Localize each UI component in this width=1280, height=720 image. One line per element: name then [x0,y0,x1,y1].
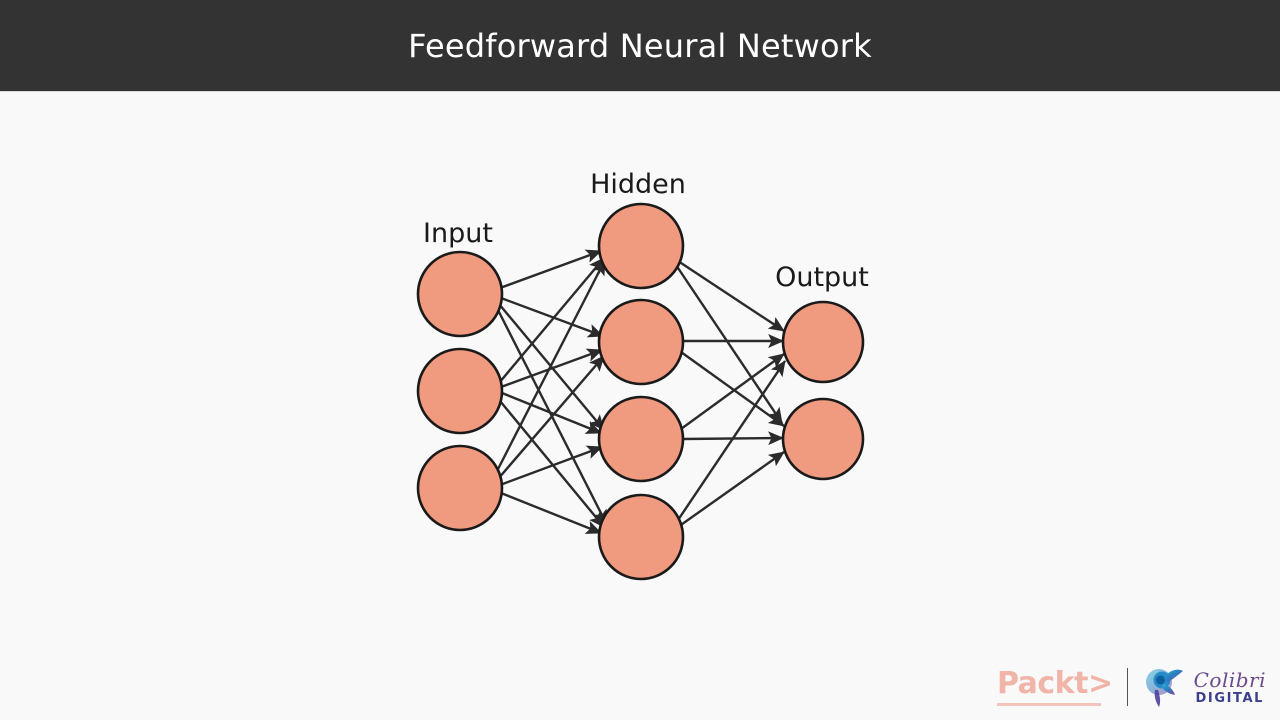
edge [500,491,602,535]
edge-group-hidden-to-output [675,259,786,528]
neural-network-diagram: Input Hidden Output [416,169,869,581]
layer-hidden: Hidden [590,169,686,581]
edge [500,296,604,338]
edge [680,351,785,427]
packt-wordmark: Packt> [996,665,1113,701]
edge [494,259,607,474]
packt-logo: Packt> [996,665,1113,706]
colibri-script-wordmark: Colibri [1193,667,1266,692]
node-output-1 [781,300,865,384]
node-hidden-4 [597,493,685,581]
edge [499,445,603,487]
edge-group-input-to-hidden [494,249,609,535]
colibri-digital-logo: Colibri DIGITAL [1142,666,1266,708]
edge [677,451,785,528]
layer-input: Input [416,218,504,532]
edge [499,400,605,528]
footer-logo-bar: Packt> Colibri DIGITAL [996,660,1266,714]
node-input-2 [416,347,504,435]
edge [675,360,786,524]
layer-output: Output [775,262,869,481]
node-input-3 [416,444,504,532]
edge [498,257,605,384]
edge [497,355,605,480]
edge [680,353,785,430]
layer-label-output: Output [775,262,869,293]
node-hidden-2 [597,298,685,386]
node-output-2 [781,397,865,481]
slide-content-area: Input Hidden Output Packt> [0,93,1280,720]
colibri-digital-wordmark: DIGITAL [1195,690,1265,706]
hummingbird-icon [1145,669,1183,707]
edge [675,264,783,424]
edge [500,348,603,389]
packt-underline-rule [996,702,1101,706]
node-input-1 [416,250,504,338]
node-hidden-1 [597,202,685,290]
edge [499,249,602,290]
edge [677,259,785,333]
page-title: Feedforward Neural Network [408,26,872,65]
colibri-wordmark-block: Colibri DIGITAL [1194,670,1266,705]
layer-label-hidden: Hidden [590,169,686,200]
slide-header-bar: Feedforward Neural Network [0,0,1280,92]
edge [501,391,602,435]
logo-divider [1126,668,1128,706]
node-hidden-3 [597,395,685,483]
layer-label-input: Input [423,218,493,249]
